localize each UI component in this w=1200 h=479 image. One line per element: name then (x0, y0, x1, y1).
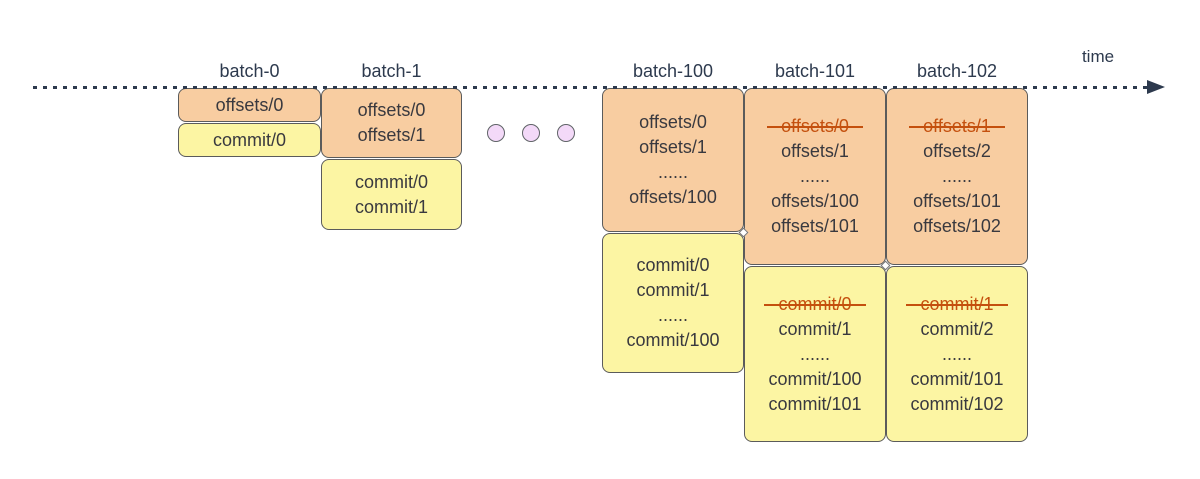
commit-entry: commit/100 (626, 330, 720, 350)
offset-entry: offsets/102 (913, 216, 1001, 236)
offsets-box-batch-101: offsets/0 offsets/1 ...... offsets/100 o… (744, 88, 886, 265)
offsets-box-batch-100: offsets/0 offsets/1 ...... offsets/100 (602, 88, 744, 232)
offsets-box-batch-1: offsets/0 offsets/1 (321, 88, 462, 158)
offset-entry: offsets/0 (357, 100, 426, 120)
ellipsis-circle (487, 124, 505, 142)
commit-entry: commit/2 (920, 318, 994, 339)
offsets-box-batch-0: offsets/0 (178, 88, 321, 122)
batch-label-1: batch-1 (361, 61, 422, 81)
offset-entry: offsets/100 (629, 187, 717, 207)
commit-entry: commit/101 (768, 393, 862, 414)
ellipsis-text: ...... (799, 343, 830, 364)
offset-entry: offsets/1 (639, 137, 707, 157)
commit-entry: commit/1 (778, 318, 852, 339)
offset-entry-struck: offsets/0 (767, 114, 863, 139)
ellipsis-text: ...... (941, 166, 972, 186)
batch-label-100: batch-100 (632, 61, 714, 81)
commit-box-batch-100: commit/0 commit/1 ...... commit/100 (602, 233, 744, 373)
offsets-box-batch-102: offsets/1 offsets/2 ...... offsets/101 o… (886, 88, 1028, 265)
batch-label-0: batch-0 (219, 61, 280, 81)
commit-entry: commit/1 (636, 280, 710, 300)
offset-entry-struck: offsets/1 (909, 114, 1005, 139)
ellipsis-circle (557, 124, 575, 142)
commit-entry-struck: commit/1 (906, 292, 1008, 317)
offset-entry: offsets/2 (923, 141, 991, 161)
arrowhead-icon (1147, 80, 1165, 94)
commit-box-batch-1: commit/0 commit/1 (321, 159, 462, 230)
offset-entry: offsets/100 (771, 191, 859, 211)
offset-entry: offsets/0 (215, 94, 284, 115)
offset-entry: offsets/1 (781, 141, 849, 161)
time-axis-label: time (1081, 47, 1115, 66)
ellipsis-text: ...... (941, 343, 972, 364)
batch-label-101: batch-101 (774, 61, 856, 81)
commit-entry: commit/0 (212, 129, 286, 150)
commit-entry-struck: commit/0 (764, 292, 866, 317)
offset-entry: offsets/1 (357, 125, 426, 145)
commit-entry: commit/100 (768, 368, 862, 389)
commit-entry: commit/0 (636, 255, 710, 275)
batch-label-102: batch-102 (916, 61, 998, 81)
commit-entry: commit/102 (910, 393, 1004, 414)
commit-entry: commit/0 (354, 171, 428, 192)
commit-entry: commit/101 (910, 368, 1004, 389)
commit-entry: commit/1 (354, 196, 428, 217)
offset-entry: offsets/101 (771, 216, 859, 236)
ellipsis-text: ...... (657, 305, 688, 325)
offset-entry: offsets/0 (639, 112, 707, 132)
ellipsis-text: ...... (799, 166, 830, 186)
commit-box-batch-101: commit/0 commit/1 ...... commit/100 comm… (744, 266, 886, 442)
offset-entry: offsets/101 (913, 191, 1001, 211)
ellipsis-text: ...... (657, 162, 688, 182)
commit-box-batch-102: commit/1 commit/2 ...... commit/101 comm… (886, 266, 1028, 442)
commit-box-batch-0: commit/0 (178, 123, 321, 157)
ellipsis-circle (522, 124, 540, 142)
timeline-dotted-line (33, 86, 1148, 89)
